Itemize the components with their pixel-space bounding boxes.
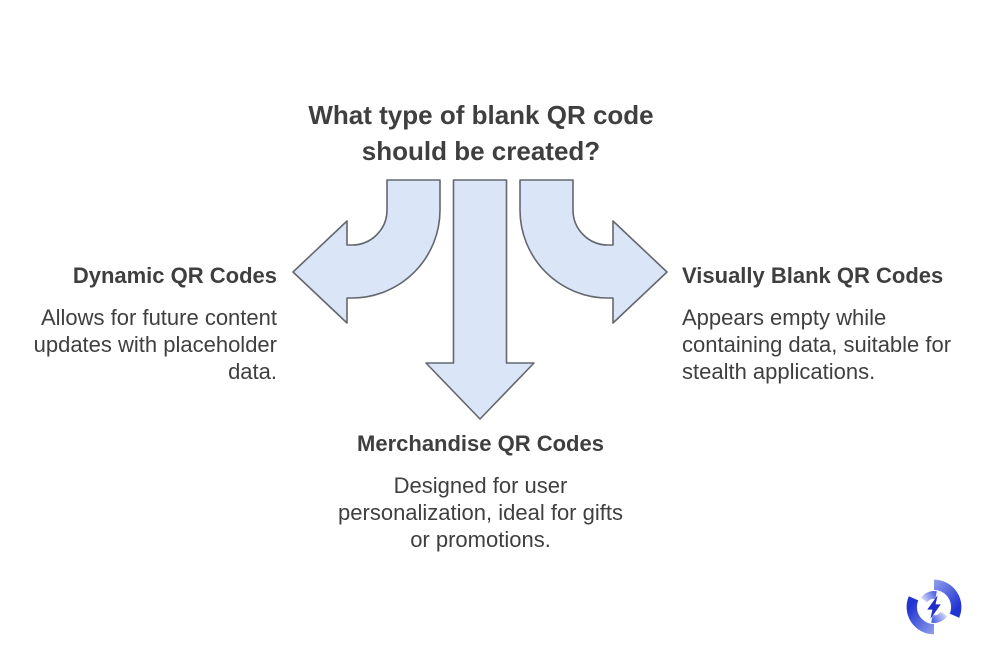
- branch-merchandise-qr: Merchandise QR Codes Designed for user p…: [328, 430, 633, 553]
- branch-description: Allows for future content updates with p…: [33, 305, 277, 384]
- diagram-title: What type of blank QR code should be crea…: [266, 97, 696, 169]
- title-line-2: should be created?: [361, 136, 601, 166]
- branch-heading: Merchandise QR Codes: [357, 431, 604, 456]
- straight-arrow-down-icon: [425, 179, 535, 420]
- brand-logo[interactable]: [903, 576, 965, 638]
- branch-dynamic-qr: Dynamic QR Codes Allows for future conte…: [23, 262, 277, 385]
- branch-heading: Visually Blank QR Codes: [682, 263, 944, 288]
- branch-heading: Dynamic QR Codes: [72, 263, 277, 288]
- lightning-bolt-icon: [927, 595, 941, 619]
- branch-visually-blank-qr: Visually Blank QR Codes Appears empty wh…: [682, 262, 972, 385]
- curved-arrow-left-icon: [292, 179, 441, 324]
- title-line-1: What type of blank QR code: [308, 100, 654, 130]
- brand-logo-icon: [906, 579, 962, 635]
- branch-description: Designed for user personalization, ideal…: [338, 473, 623, 552]
- branch-description: Appears empty while containing data, sui…: [682, 305, 952, 384]
- curved-arrow-right-icon: [519, 179, 668, 324]
- logo-arcs: [906, 579, 962, 635]
